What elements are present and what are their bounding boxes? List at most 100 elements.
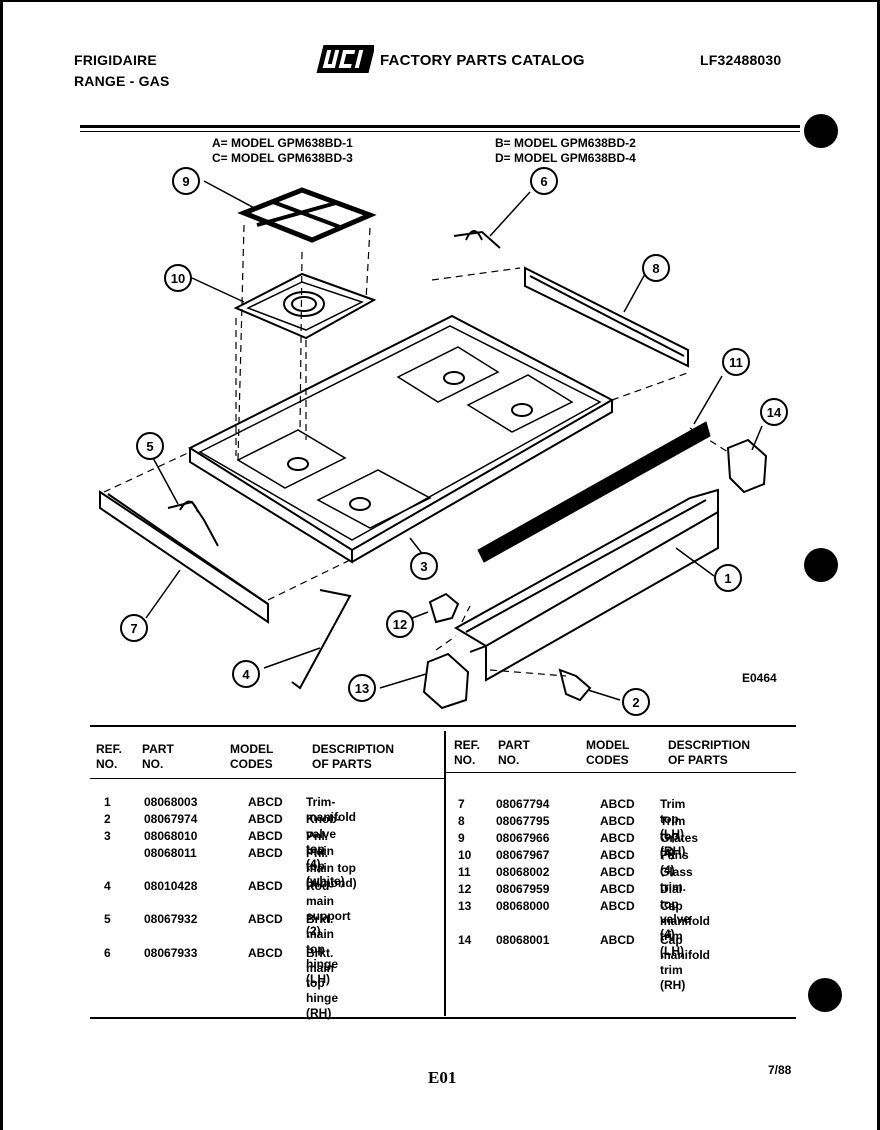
cell-description: Grates (4) bbox=[660, 831, 698, 861]
header-line: CODES bbox=[586, 753, 629, 767]
page-code: E01 bbox=[428, 1068, 457, 1087]
cell-part: 08068003 bbox=[144, 795, 198, 809]
model-b: B= MODEL GPM638BD-2 bbox=[495, 136, 636, 150]
cell-description: Pnl. main top(almond) bbox=[306, 846, 357, 891]
callout-label: 8 bbox=[652, 261, 659, 276]
header-rule-thin bbox=[80, 131, 800, 132]
callout-9: 9 bbox=[172, 167, 200, 195]
cell-codes: ABCD bbox=[248, 912, 283, 926]
description-line: Dial top valve (4) bbox=[660, 882, 691, 941]
cell-codes: ABCD bbox=[600, 899, 635, 913]
cell-codes: ABCD bbox=[248, 846, 283, 860]
top-border bbox=[0, 0, 880, 2]
callout-label: 4 bbox=[242, 667, 250, 682]
cell-ref: 13 bbox=[458, 899, 472, 913]
description-line: Pnl. main top bbox=[306, 846, 356, 875]
callout-label: 11 bbox=[729, 355, 743, 370]
header-line: NO. bbox=[96, 757, 118, 771]
cell-part: 08067959 bbox=[496, 882, 550, 896]
callout-14: 14 bbox=[760, 398, 788, 426]
cell-codes: ABCD bbox=[600, 865, 635, 879]
table-bottom-rule bbox=[90, 1017, 796, 1019]
cell-description: Knob-valve top (4) bbox=[306, 812, 341, 872]
description-line: Grates (4) bbox=[660, 831, 699, 860]
callout-label: 6 bbox=[540, 174, 547, 189]
description-line: Trim-manifold bbox=[306, 795, 356, 824]
header-line: DESCRIPTION bbox=[312, 742, 395, 756]
model-c: C= MODEL GPM638BD-3 bbox=[212, 151, 353, 165]
header-line: REF. bbox=[96, 742, 123, 756]
cell-ref: 7 bbox=[458, 797, 465, 811]
header-line: PART bbox=[498, 738, 530, 752]
hinge-bracket-rh bbox=[453, 230, 501, 249]
burner-well-rear-left bbox=[396, 346, 500, 403]
cell-description: Cap manifold trim(LH) bbox=[660, 899, 710, 959]
cell-part: 08067967 bbox=[496, 848, 550, 862]
description-line: Cap manifold trim bbox=[660, 899, 710, 943]
callout-5: 5 bbox=[136, 432, 164, 460]
cell-codes: ABCD bbox=[248, 829, 283, 843]
cell-description: Trim top (LH) bbox=[660, 797, 685, 842]
cell-description: Trim-manifold bbox=[306, 795, 356, 825]
callout-label: 9 bbox=[182, 174, 189, 189]
table-header-rule-right bbox=[446, 772, 796, 773]
cell-description: Cap manifold trim(RH) bbox=[660, 933, 710, 993]
wci-logo bbox=[316, 45, 374, 73]
header-line: REF. bbox=[454, 738, 481, 752]
cell-description: Brkt. main top hinge(LH) bbox=[306, 912, 338, 987]
binder-hole-middle bbox=[804, 548, 838, 582]
header-line: OF PARTS bbox=[312, 757, 372, 771]
cell-description: Brkt. main top hinge(RH) bbox=[306, 946, 338, 1021]
callout-3: 3 bbox=[410, 552, 438, 580]
description-line: (LH) bbox=[660, 944, 684, 958]
cap-manifold-trim-rh bbox=[726, 438, 768, 494]
header-line: DESCRIPTION bbox=[668, 738, 751, 752]
cell-ref: 10 bbox=[458, 848, 472, 862]
cell-description: Pans (4) bbox=[660, 848, 689, 878]
cell-description: Trim top (RH) bbox=[660, 814, 685, 859]
cell-ref: 9 bbox=[458, 831, 465, 845]
table-header-rule-left bbox=[90, 778, 444, 779]
callout-label: 1 bbox=[724, 571, 731, 586]
callout-label: 3 bbox=[420, 559, 427, 574]
description-line: Knob-valve top (4) bbox=[306, 812, 341, 871]
cell-codes: ABCD bbox=[600, 814, 635, 828]
description-line: Rod-main support bbox=[306, 879, 351, 923]
cell-description: Glass trim. bbox=[660, 865, 693, 895]
cell-ref: 12 bbox=[458, 882, 472, 896]
cell-ref: 8 bbox=[458, 814, 465, 828]
callout-label: 7 bbox=[130, 621, 137, 636]
cell-codes: ABCD bbox=[248, 946, 283, 960]
header-line: MODEL bbox=[230, 742, 274, 756]
product-type: RANGE - GAS bbox=[74, 73, 170, 89]
cell-codes: ABCD bbox=[600, 797, 635, 811]
callout-2: 2 bbox=[622, 688, 650, 716]
header-line: MODEL bbox=[586, 738, 630, 752]
cell-ref: 5 bbox=[104, 912, 111, 926]
header-line: CODES bbox=[230, 757, 273, 771]
burner-well-rear-right bbox=[466, 374, 574, 433]
callout-label: 5 bbox=[146, 439, 153, 454]
manifold-trim bbox=[454, 488, 719, 648]
cell-ref: 2 bbox=[104, 812, 111, 826]
cell-codes: ABCD bbox=[248, 879, 283, 893]
cell-part: 08068000 bbox=[496, 899, 550, 913]
header-ref-right: REF.NO. bbox=[454, 738, 480, 768]
model-d: D= MODEL GPM638BD-4 bbox=[495, 151, 636, 165]
diagram-code: E0464 bbox=[742, 671, 777, 685]
left-border bbox=[0, 0, 3, 1130]
cell-codes: ABCD bbox=[600, 882, 635, 896]
description-line: Pans (4) bbox=[660, 848, 689, 877]
header-line: PART bbox=[142, 742, 174, 756]
cell-part: 08068002 bbox=[496, 865, 550, 879]
catalog-number: LF32488030 bbox=[700, 52, 782, 68]
callout-10: 10 bbox=[164, 264, 192, 292]
cell-codes: ABCD bbox=[600, 831, 635, 845]
callout-6: 6 bbox=[530, 167, 558, 195]
cell-ref: 14 bbox=[458, 933, 472, 947]
cell-part: 08067932 bbox=[144, 912, 198, 926]
